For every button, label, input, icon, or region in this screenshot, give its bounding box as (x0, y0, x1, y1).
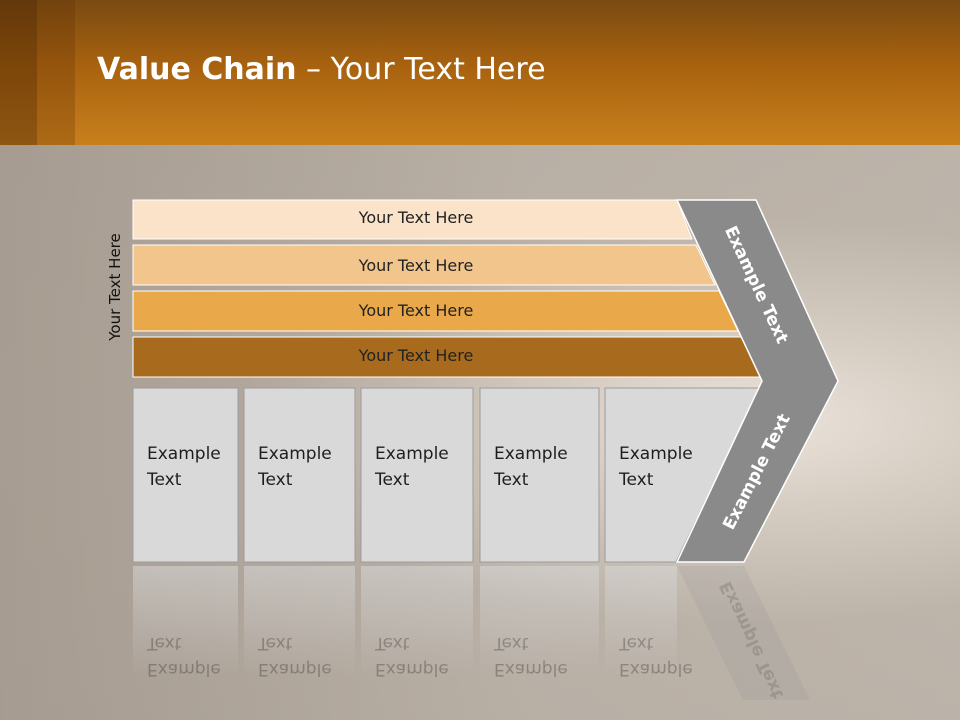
band-4-label: Your Text Here (358, 346, 474, 365)
header-accent-strip-2 (37, 0, 75, 145)
box-5-shape (604, 387, 761, 563)
header-bar: Value Chain – Your Text Here (0, 0, 960, 145)
band-2-shape (132, 244, 716, 286)
box-4-shape (479, 387, 600, 563)
box-3-shape (360, 387, 474, 563)
chevron-arrow (675, 199, 839, 563)
chevron-reflection (677, 566, 810, 700)
band-3-label: Your Text Here (358, 301, 474, 320)
box-2-shape (243, 387, 356, 563)
band-1-label: Your Text Here (358, 208, 474, 227)
slide-title: Value Chain – Your Text Here (97, 52, 546, 87)
title-bold: Value Chain (97, 52, 297, 87)
band-2-label: Your Text Here (358, 256, 474, 275)
title-rest: – Your Text Here (296, 52, 546, 87)
header-accent-strip (0, 0, 37, 145)
box-1-shape (132, 387, 239, 563)
band-1-shape (132, 199, 693, 240)
